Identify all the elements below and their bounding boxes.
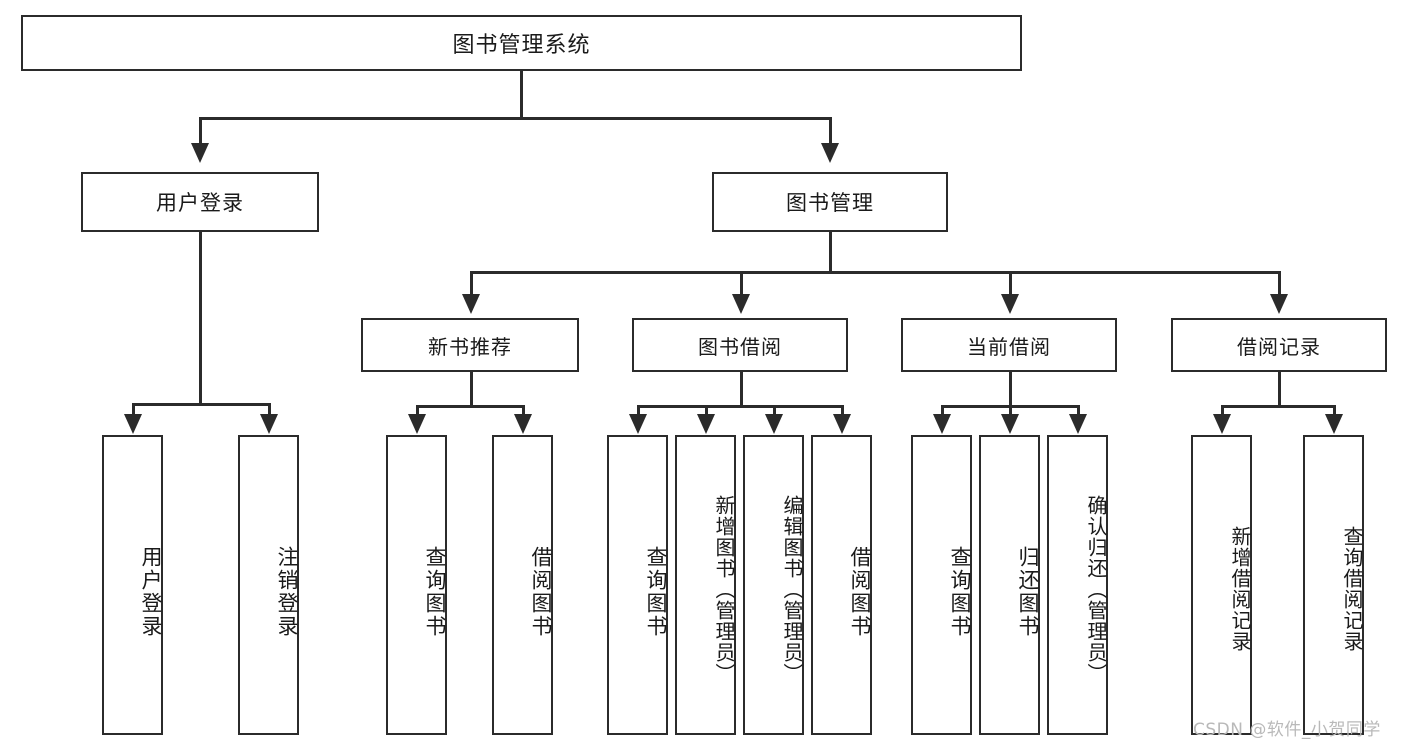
arrow-leaf-add-borrow-record: [1213, 414, 1231, 434]
node-new-book-recommend[interactable]: 新书推荐: [361, 318, 579, 372]
node-book-borrow[interactable]: 图书借阅: [632, 318, 848, 372]
connector-book-borrow-c2: [705, 405, 708, 416]
connector-level2-bar: [470, 271, 1279, 274]
leaf-add-borrow-record[interactable]: 新增借阅记录: [1191, 435, 1252, 735]
arrow-to-new-book-recommend: [462, 294, 480, 314]
arrow-leaf-query-book-a: [408, 414, 426, 434]
node-book-management[interactable]: 图书管理: [712, 172, 948, 232]
node-label: 借阅图书: [529, 546, 553, 638]
node-label: 新书推荐: [428, 334, 512, 359]
node-label: 注销登录: [275, 546, 299, 638]
leaf-borrow-book-recommend[interactable]: 借阅图书: [492, 435, 553, 735]
leaf-return-book[interactable]: 归还图书: [979, 435, 1040, 735]
node-label: 查询借阅记录: [1340, 526, 1364, 652]
leaf-logout-login[interactable]: 注销登录: [238, 435, 299, 735]
leaf-query-book-borrow[interactable]: 查询图书: [607, 435, 668, 735]
connector-current-borrow-c3: [1077, 405, 1080, 416]
connector-to-new-book: [470, 271, 473, 295]
connector-to-book-borrow: [740, 271, 743, 295]
connector-to-user-login: [199, 117, 202, 144]
arrow-leaf-borrow-book-a: [514, 414, 532, 434]
node-label: 查询图书: [948, 546, 972, 638]
leaf-confirm-return-admin[interactable]: 确认归还（管理员）: [1047, 435, 1108, 735]
node-root-book-management-system[interactable]: 图书管理系统: [21, 15, 1022, 71]
arrow-leaf-query-book-b: [629, 414, 647, 434]
connector-to-current-borrow: [1009, 271, 1012, 295]
connector-borrow-record-stem: [1278, 372, 1281, 407]
connector-borrow-record-bar: [1221, 405, 1336, 408]
connector-level1-bar: [199, 117, 832, 120]
arrow-leaf-logout-login: [260, 414, 278, 434]
connector-to-book-management: [829, 117, 832, 144]
arrow-to-borrow-record: [1270, 294, 1288, 314]
node-user-login[interactable]: 用户登录: [81, 172, 319, 232]
leaf-user-login[interactable]: 用户登录: [102, 435, 163, 735]
connector-current-borrow-c2: [1009, 405, 1012, 416]
node-label: 图书管理: [786, 191, 874, 215]
connector-current-borrow-stem: [1009, 372, 1012, 407]
node-label: 查询图书: [644, 546, 668, 638]
arrow-leaf-query-book-c: [933, 414, 951, 434]
arrow-to-book-borrow: [732, 294, 750, 314]
node-label: 用户登录: [156, 191, 244, 215]
connector-book-borrow-c1: [637, 405, 640, 416]
connector-user-login-bar: [132, 403, 268, 406]
arrow-to-book-management: [821, 143, 839, 163]
node-label: 归还图书: [1016, 546, 1040, 638]
connector-borrow-record-left: [1221, 405, 1224, 416]
arrow-leaf-query-borrow-record: [1325, 414, 1343, 434]
connector-book-management-stem: [829, 232, 832, 273]
arrow-to-current-borrow: [1001, 294, 1019, 314]
arrow-leaf-user-login: [124, 414, 142, 434]
node-label: 确认归还（管理员）: [1084, 494, 1108, 684]
arrow-leaf-add-book: [697, 414, 715, 434]
connector-borrow-record-right: [1333, 405, 1336, 416]
node-borrow-record[interactable]: 借阅记录: [1171, 318, 1387, 372]
connector-user-login-right: [268, 403, 271, 415]
leaf-query-book-current[interactable]: 查询图书: [911, 435, 972, 735]
arrow-leaf-borrow-book-b: [833, 414, 851, 434]
connector-book-borrow-bar: [637, 405, 843, 408]
arrow-leaf-return-book: [1001, 414, 1019, 434]
arrow-to-user-login: [191, 143, 209, 163]
connector-book-borrow-c3: [773, 405, 776, 416]
connector-root-stem: [520, 71, 523, 119]
connector-new-book-right: [522, 405, 525, 416]
connector-new-book-left: [416, 405, 419, 416]
arrow-leaf-confirm-return: [1069, 414, 1087, 434]
node-label: 用户登录: [139, 546, 163, 638]
csdn-watermark: CSDN @软件_小贺同学: [1193, 720, 1381, 740]
node-current-borrow[interactable]: 当前借阅: [901, 318, 1117, 372]
connector-current-borrow-c1: [941, 405, 944, 416]
node-label: 新增借阅记录: [1228, 526, 1252, 652]
leaf-edit-book-admin[interactable]: 编辑图书（管理员）: [743, 435, 804, 735]
node-label: 借阅记录: [1237, 334, 1321, 359]
connector-book-borrow-c4: [841, 405, 844, 416]
node-label: 新增图书（管理员）: [712, 494, 736, 684]
node-label: 当前借阅: [967, 334, 1051, 359]
connector-user-login-stem: [199, 232, 202, 404]
connector-book-borrow-stem: [740, 372, 743, 407]
connector-user-login-left: [132, 403, 135, 415]
connector-new-book-stem: [470, 372, 473, 407]
node-label: 图书借阅: [698, 334, 782, 359]
node-label: 图书管理系统: [452, 33, 591, 58]
leaf-add-book-admin[interactable]: 新增图书（管理员）: [675, 435, 736, 735]
node-label: 编辑图书（管理员）: [780, 494, 804, 684]
node-label: 借阅图书: [848, 546, 872, 638]
leaf-query-book-recommend[interactable]: 查询图书: [386, 435, 447, 735]
leaf-borrow-book[interactable]: 借阅图书: [811, 435, 872, 735]
connector-new-book-bar: [416, 405, 525, 408]
arrow-leaf-edit-book: [765, 414, 783, 434]
connector-to-borrow-record: [1278, 271, 1281, 295]
node-label: 查询图书: [423, 546, 447, 638]
leaf-query-borrow-record[interactable]: 查询借阅记录: [1303, 435, 1364, 735]
